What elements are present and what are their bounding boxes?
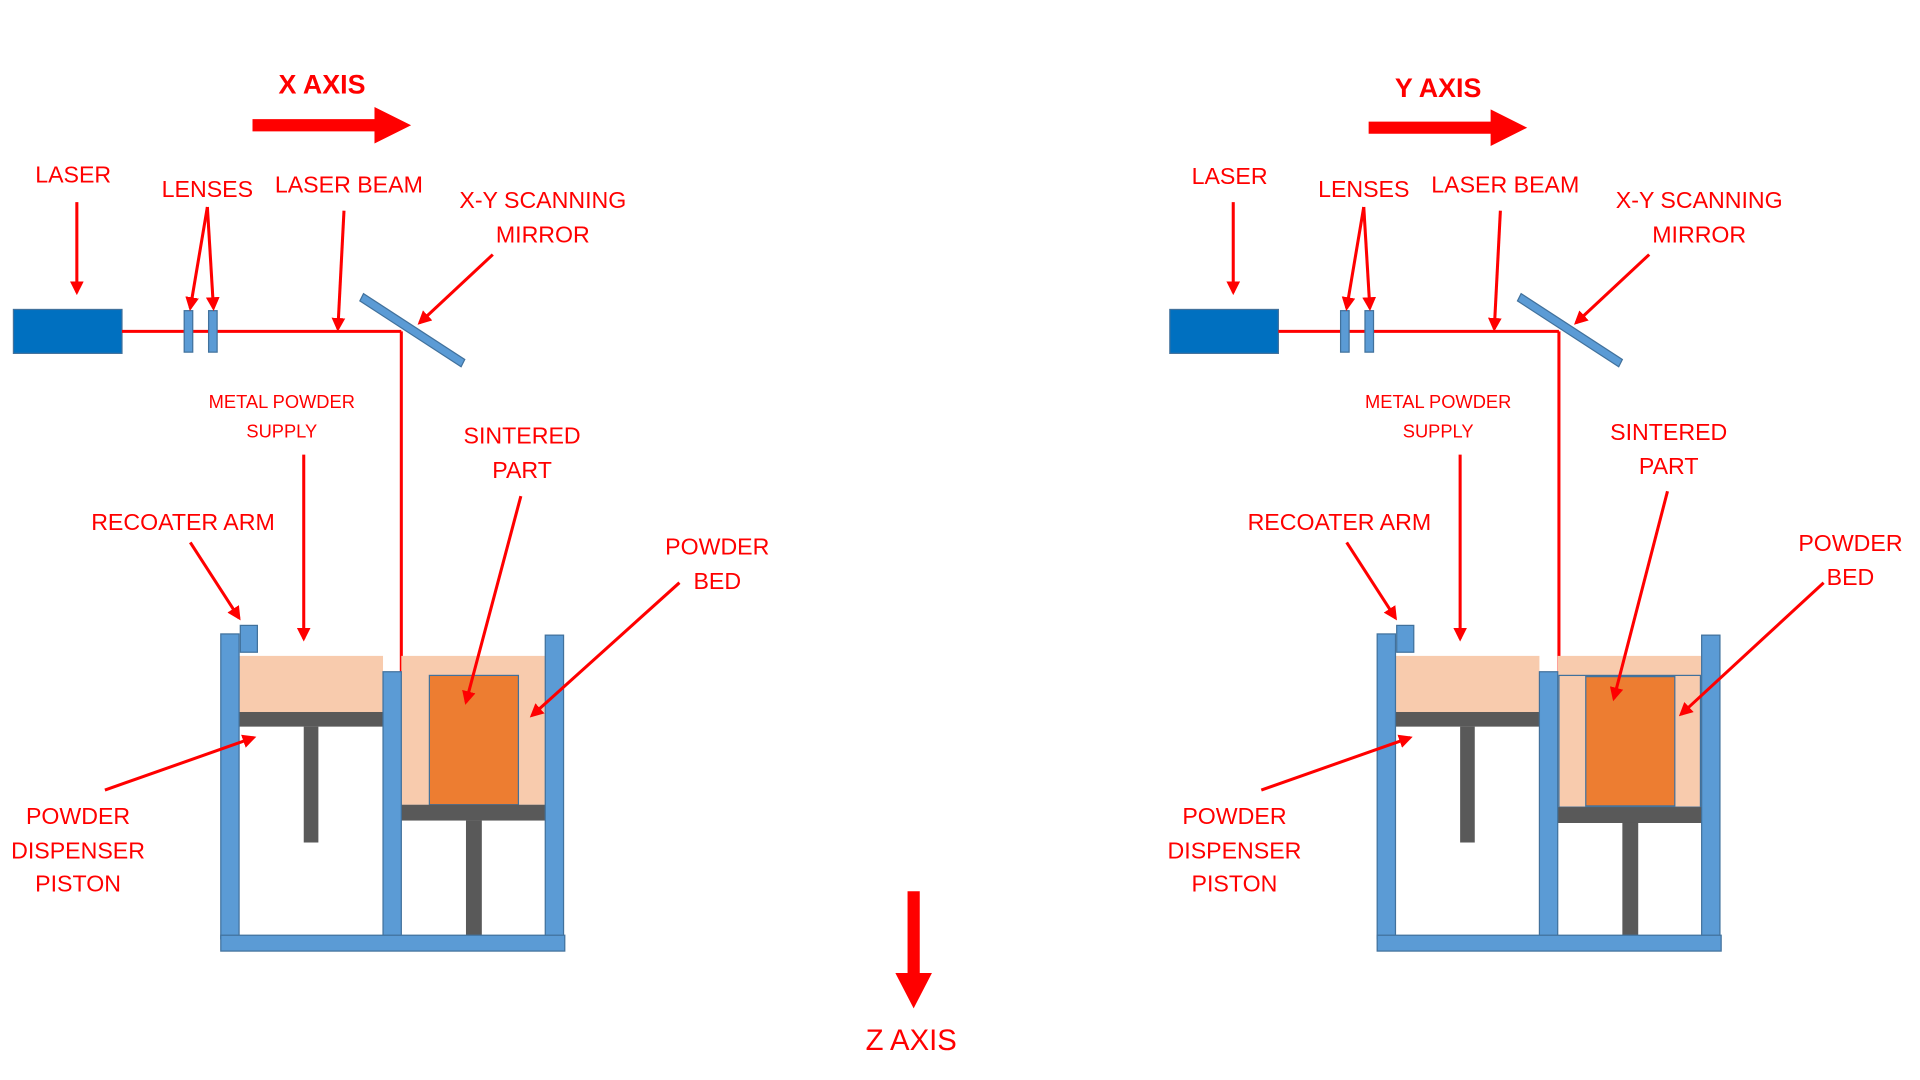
recoater-arm — [239, 624, 258, 653]
mirror-pointer — [1574, 253, 1651, 325]
laser-label: LASER — [1192, 163, 1268, 189]
z-axis-label: Z AXIS — [866, 1025, 957, 1057]
x-axis-arrow — [252, 106, 412, 144]
sintered-label-line1: SINTERED — [464, 423, 581, 449]
frame-base — [220, 934, 566, 952]
lens-2-pointer — [1362, 206, 1377, 311]
dispenser-label-line1: POWDER — [1182, 803, 1286, 829]
scanning-mirror — [359, 292, 466, 368]
dispenser-label-line2: DISPENSER — [11, 837, 145, 863]
recoater-label: RECOATER ARM — [91, 509, 275, 535]
laser-source — [1169, 308, 1279, 354]
powder-supply-label-line2: SUPPLY — [1403, 421, 1474, 442]
build-piston-plate — [1557, 807, 1702, 823]
recoater-pointer — [189, 541, 241, 621]
laser-beam-pointer — [1487, 210, 1502, 332]
lens-2 — [207, 310, 218, 353]
lens-1 — [1339, 310, 1350, 353]
lens-1-pointer — [1341, 206, 1366, 311]
sintered-part — [428, 674, 520, 806]
powder-bed-label-line2: BED — [1827, 564, 1875, 590]
laser-beam-label: LASER BEAM — [1431, 171, 1579, 197]
powder-bed-label-line1: POWDER — [665, 534, 769, 560]
mirror-pointer — [417, 253, 494, 325]
dispenser-pointer — [1260, 734, 1413, 792]
dispenser-label-line1: POWDER — [26, 803, 130, 829]
frame-left-wall — [220, 633, 240, 940]
dispenser-pointer — [104, 734, 257, 792]
recoater-arm — [1396, 624, 1415, 653]
laser-label: LASER — [35, 162, 111, 188]
dispenser-label-line3: PISTON — [1192, 870, 1278, 896]
x-axis-label: X AXIS — [279, 70, 366, 100]
powder-supply-label-line2: SUPPLY — [246, 421, 317, 442]
powder-supply-label-line1: METAL POWDER — [1365, 391, 1511, 412]
lens-2-pointer — [205, 206, 220, 311]
dispenser-label-line2: DISPENSER — [1168, 837, 1302, 863]
y-axis-label: Y AXIS — [1395, 73, 1481, 103]
sintered-label-line1: SINTERED — [1610, 419, 1727, 445]
dispenser-piston-plate — [239, 711, 384, 727]
dispenser-piston-rod — [303, 726, 319, 843]
left-pointer-arrows — [69, 202, 681, 792]
powder-bed-pointer — [1678, 581, 1825, 717]
frame-middle-wall — [1538, 671, 1559, 940]
build-piston-rod — [465, 820, 482, 936]
powder-bed-label-line2: BED — [693, 568, 741, 594]
build-piston-rod — [1622, 822, 1639, 936]
lenses-label: LENSES — [162, 176, 253, 202]
lenses-label: LENSES — [1318, 176, 1409, 202]
recoater-pointer — [1345, 541, 1397, 621]
mirror-label-line1: X-Y SCANNING — [459, 187, 626, 213]
mirror-label-line2: MIRROR — [496, 221, 590, 247]
frame-base — [1376, 934, 1722, 952]
dispenser-label-line3: PISTON — [35, 870, 121, 896]
frame-right-wall — [544, 634, 565, 940]
supply-powder — [1395, 655, 1540, 712]
sintered-part-pointer — [1609, 490, 1669, 702]
sintered-part — [1585, 676, 1676, 807]
right-pointer-arrows — [1226, 202, 1825, 792]
y-axis-arrow — [1368, 109, 1528, 146]
supply-powder — [239, 655, 384, 712]
mirror-label-line1: X-Y SCANNING — [1616, 187, 1783, 213]
scanning-mirror — [1516, 292, 1624, 368]
sintered-label-line2: PART — [1639, 453, 1699, 479]
right-panel: Y AXIS LASER LENSES LASER BEAM — [1168, 73, 1903, 952]
lens-2 — [1364, 310, 1375, 353]
frame-middle-wall — [382, 671, 402, 940]
laser-beam-pointer — [331, 210, 346, 332]
frame-left-wall — [1376, 633, 1397, 940]
recoater-label: RECOATER ARM — [1248, 509, 1432, 535]
sintered-label-line2: PART — [492, 457, 552, 483]
z-axis: Z AXIS — [866, 891, 957, 1057]
powder-supply-label-line1: METAL POWDER — [209, 391, 355, 412]
dispenser-piston-rod — [1460, 726, 1475, 843]
powder-bed-label-line1: POWDER — [1798, 530, 1902, 556]
powder-bed-pointer — [529, 581, 681, 718]
lens-1-pointer — [185, 206, 209, 311]
laser-beam-label: LASER BEAM — [275, 171, 423, 197]
mirror-label-line2: MIRROR — [1652, 221, 1746, 247]
left-panel: X AXIS LASER LENSES LASER BEAM X-Y S — [11, 70, 769, 952]
lens-1 — [183, 310, 194, 353]
laser-source — [12, 308, 123, 354]
z-axis-arrow — [895, 891, 932, 1009]
dispenser-piston-plate — [1395, 711, 1540, 727]
build-piston-plate — [401, 804, 546, 821]
sintered-part-pointer — [462, 495, 523, 705]
